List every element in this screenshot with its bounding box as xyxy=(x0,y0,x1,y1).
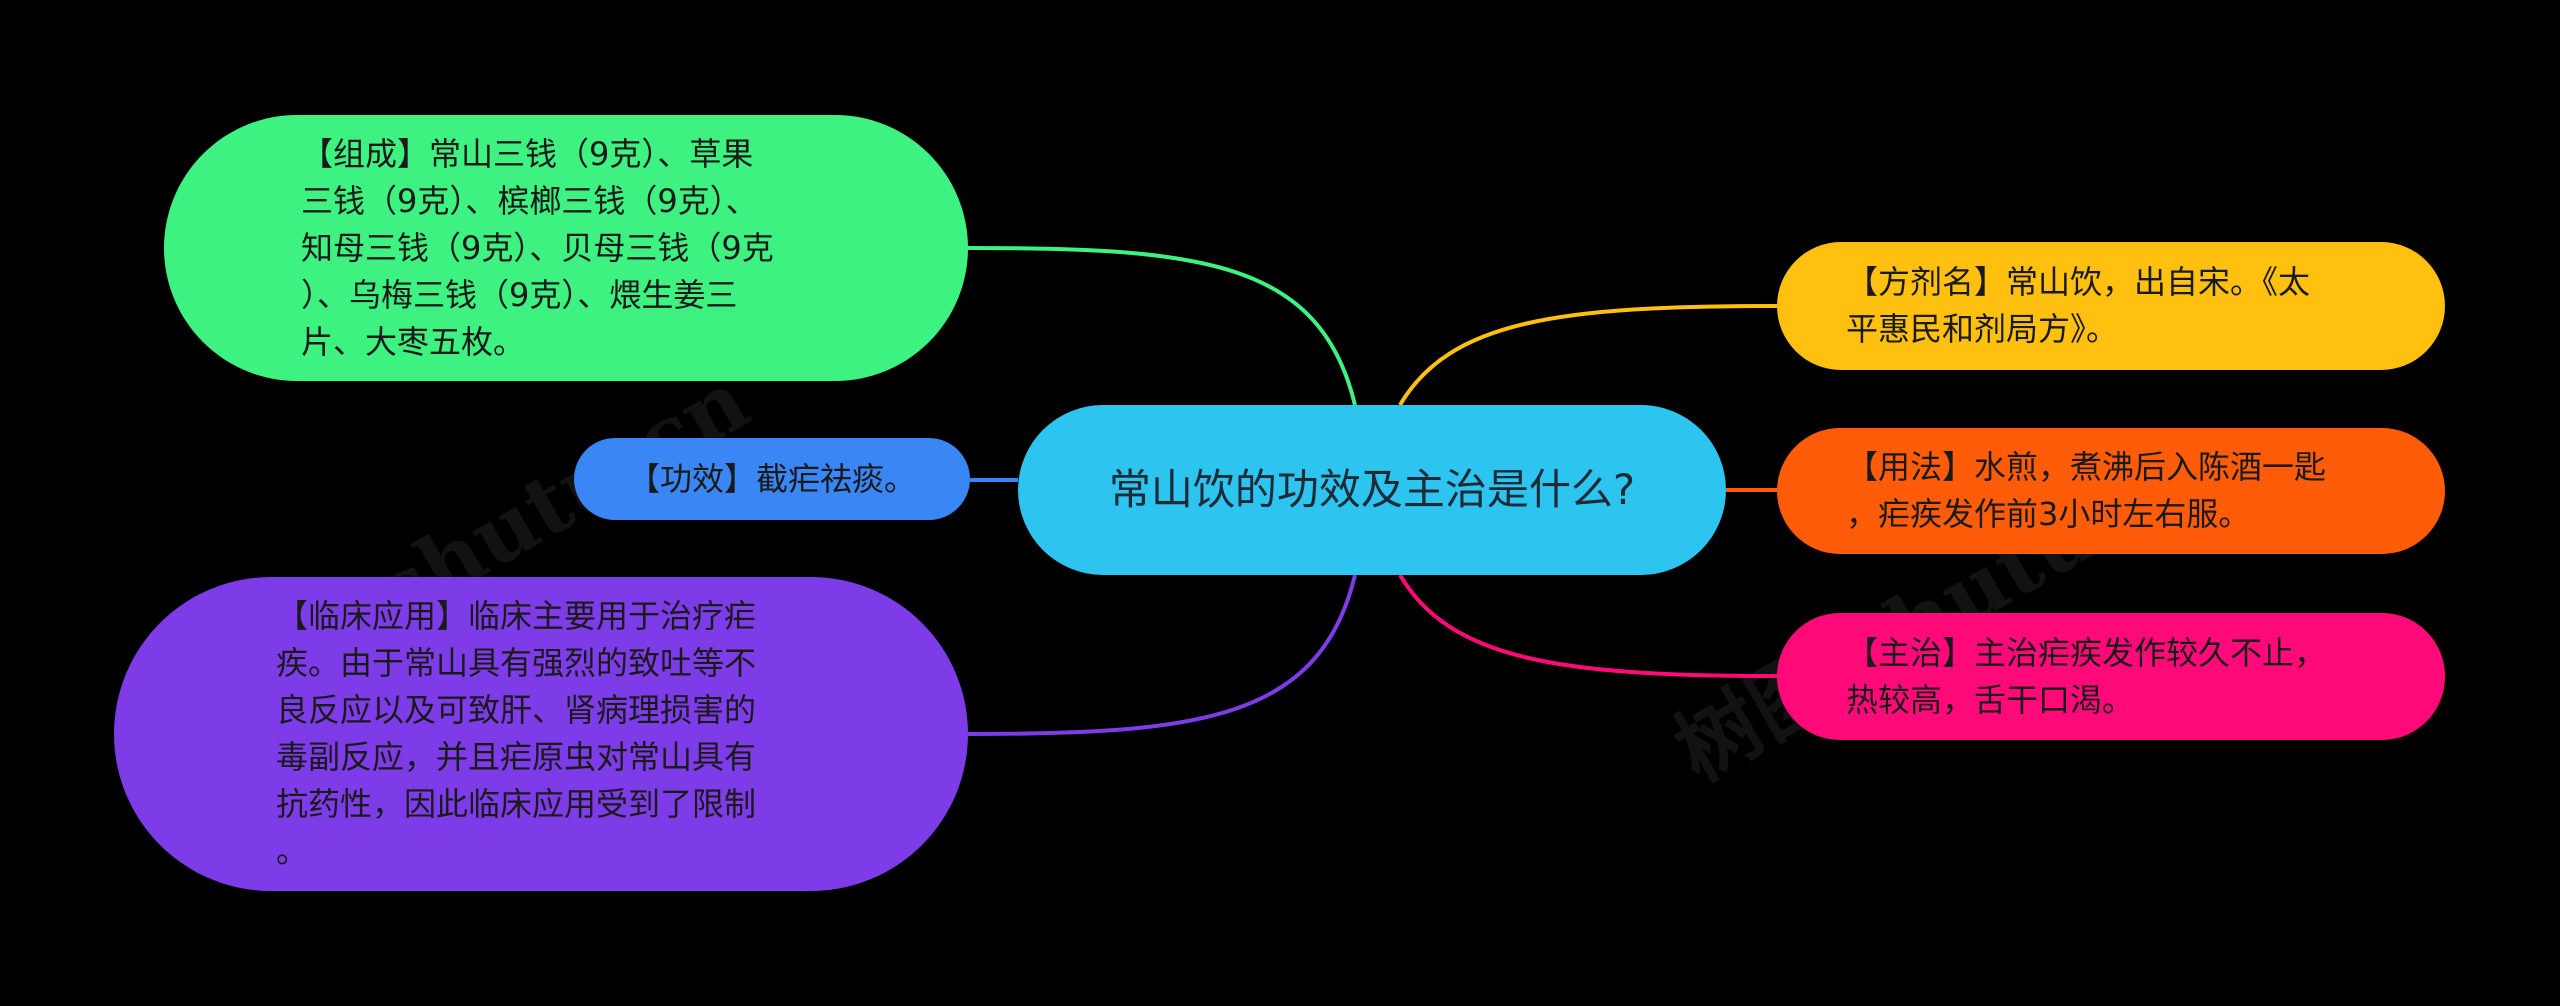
branch-node-composition[interactable]: 【组成】常山三钱（9克）、草果 三钱（9克）、槟榔三钱（9克）、 知母三钱（9克… xyxy=(164,115,968,381)
branch-label-composition: 【组成】常山三钱（9克）、草果 三钱（9克）、槟榔三钱（9克）、 知母三钱（9克… xyxy=(301,134,774,361)
branch-label-formula: 【方剂名】常山饮，出自宋。《太 平惠民和剂局方》。 xyxy=(1846,263,2311,348)
connector-composition xyxy=(967,246,1357,406)
branch-label-usage: 【用法】水煎，煮沸后入陈酒一匙 ，疟疾发作前3小时左右服。 xyxy=(1846,448,2327,533)
connector-formula xyxy=(1398,304,1778,407)
branch-label-clinical: 【临床应用】临床主要用于治疗疟 疾。由于常山具有强烈的致吐等不 良反应以及可致肝… xyxy=(276,597,757,870)
branch-node-formula[interactable]: 【方剂名】常山饮，出自宋。《太 平惠民和剂局方》。 xyxy=(1777,242,2445,370)
branch-node-clinical[interactable]: 【临床应用】临床主要用于治疗疟 疾。由于常山具有强烈的致吐等不 良反应以及可致肝… xyxy=(114,577,968,891)
connector-indication xyxy=(1398,573,1778,678)
connector-clinical xyxy=(967,574,1357,736)
branch-label-indication: 【主治】主治疟疾发作较久不止， 热较高，舌干口渴。 xyxy=(1846,633,2327,719)
central-topic-node[interactable]: 常山饮的功效及主治是什么? xyxy=(1018,405,1726,575)
branch-node-indication[interactable]: 【主治】主治疟疾发作较久不止， 热较高，舌干口渴。 xyxy=(1777,613,2445,740)
branch-node-usage[interactable]: 【用法】水煎，煮沸后入陈酒一匙 ，疟疾发作前3小时左右服。 xyxy=(1777,428,2445,554)
branch-node-efficacy[interactable]: 【功效】截疟祛痰。 xyxy=(574,438,970,520)
central-topic-label: 常山饮的功效及主治是什么? xyxy=(1108,465,1636,514)
branch-label-efficacy: 【功效】截疟祛痰。 xyxy=(627,459,916,498)
